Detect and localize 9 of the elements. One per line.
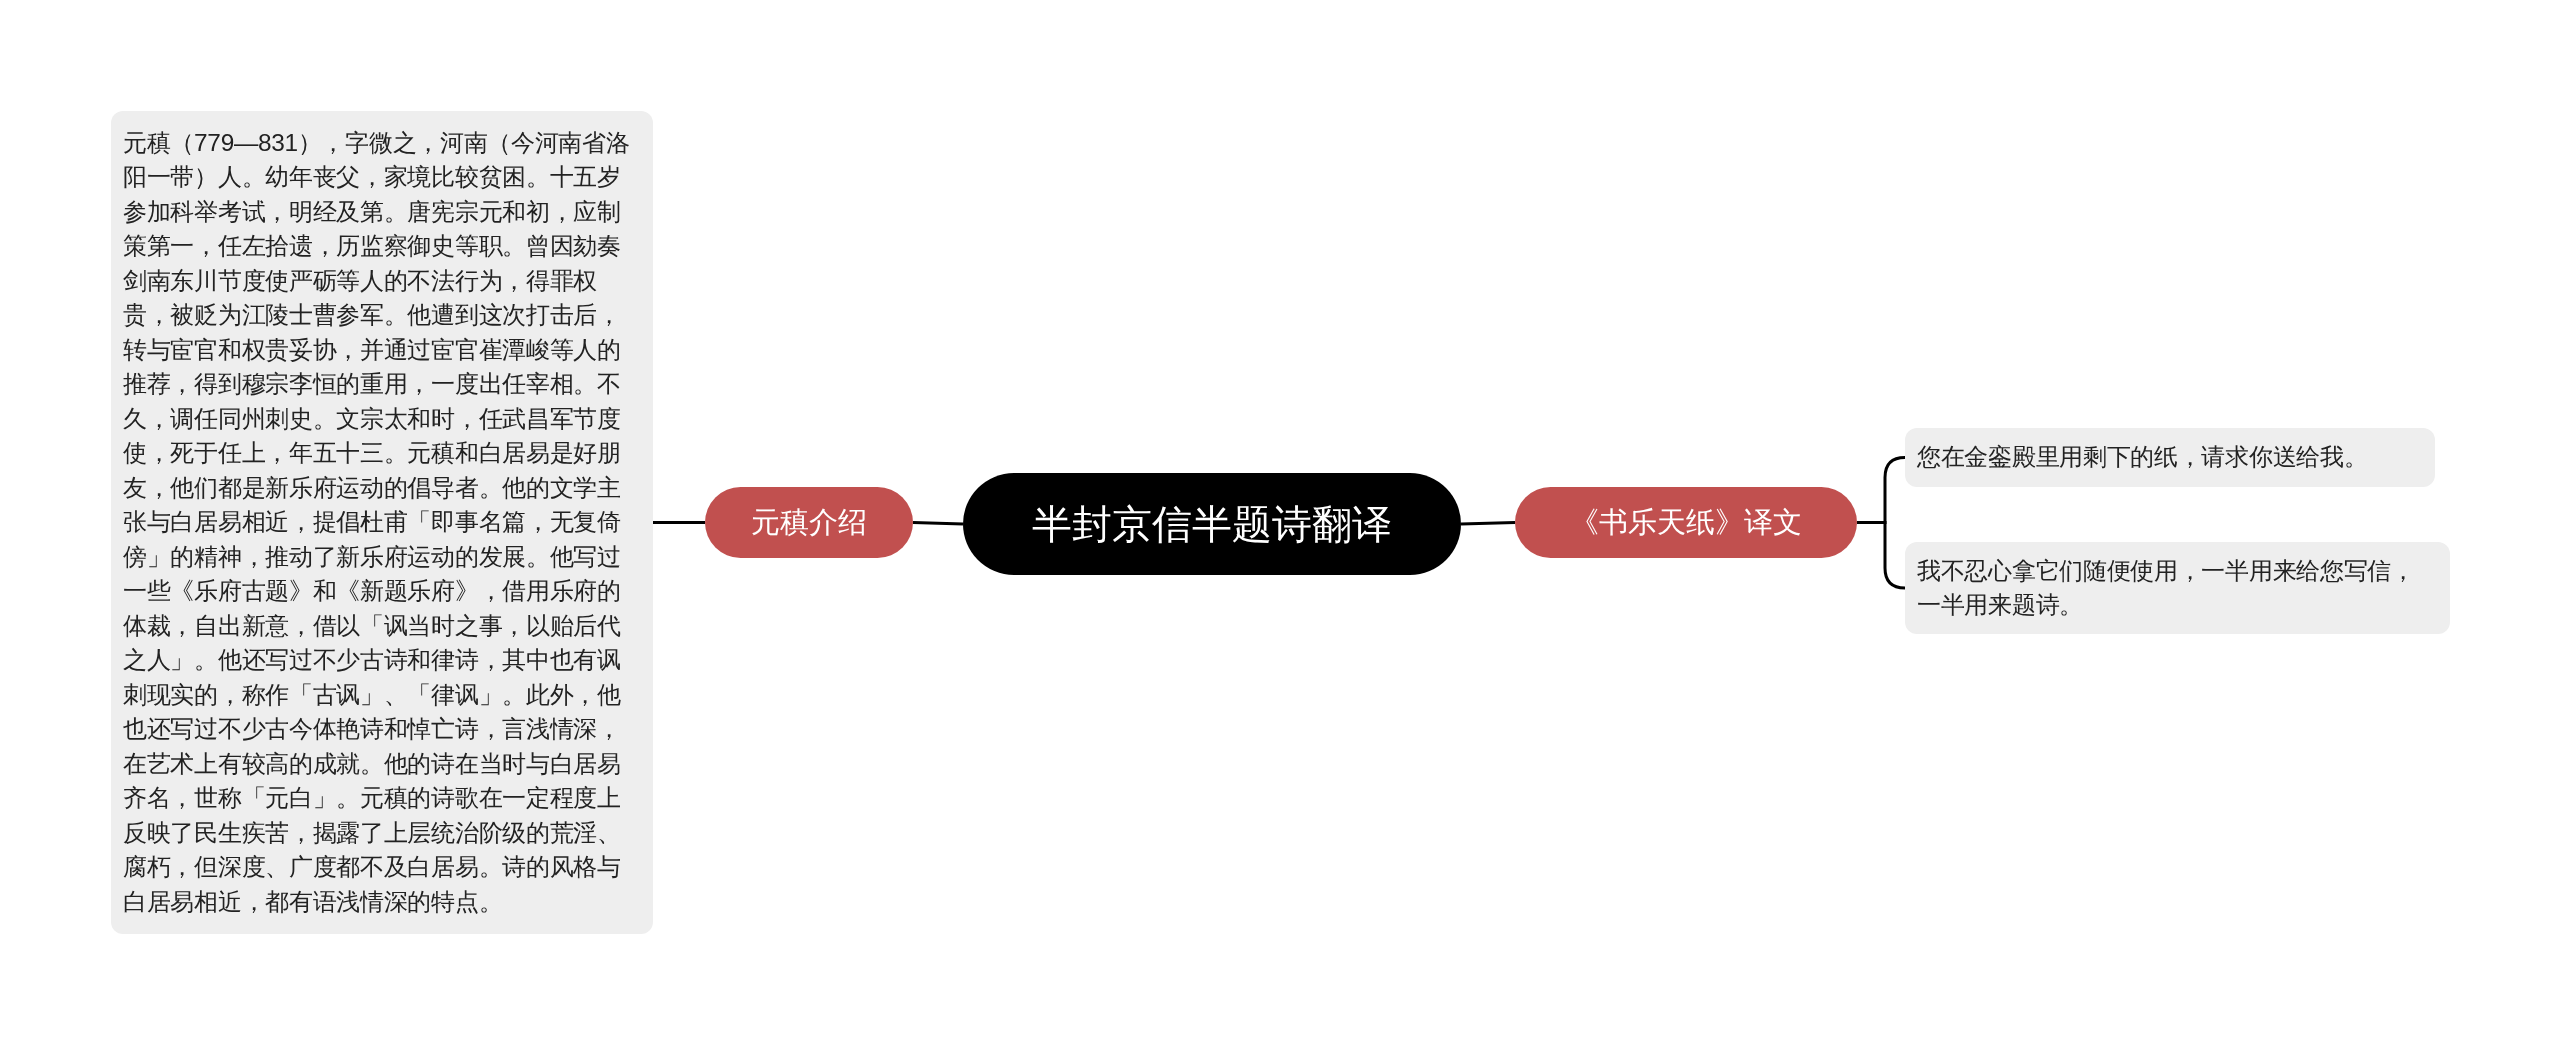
topic-box: 《书乐天纸》译文 <box>1515 487 1857 558</box>
topic-box: 元稹介绍 <box>705 487 913 558</box>
connector-line <box>653 521 705 524</box>
text-box: 元稹（779—831），字微之，河南（今河南省洛阳一带）人。幼年丧父，家境比较贫困。十五岁参加科举考试，明经及第。唐宪宗元和初，应制策第一，任左拾遗，历监察御史等职。曾因劾奏剑南东川节度使严砺等人的不法行为，得罪权贵，被贬为江陵士曹参军。他遭到这次打击后，转与宦官和权贵妥协，并通过宦官崔潭峻等人的推荐，得到穆宗李恒的重用，一度出任宰相。不久，调任同州刺史。文宗太和时，任武昌军节度使，死于任上，年五十三。元稹和白居易是好朋友，他们都是新乐府运动的倡导者。他的文学主张与白居易相近，提倡杜甫「即事名篇，无复倚傍」的精神，推动了新乐府运动的发展。他写过一些《乐府古题》和《新题乐府》，借用乐府的体裁，自出新意，借以「讽当时之事，以贻后代之人」。他还写过不少古诗和律诗，其中也有讽刺现实的，称作「古讽」、「律讽」。此外，他也还写过不少古今体艳诗和悼亡诗，言浅情深，在艺术上有较高的成就。他的诗在当时与白居易齐名，世称「元白」。元稹的诗歌在一定程度上反映了民生疾苦，揭露了上层统治阶级的荒淫、腐朽，但深度、广度都不及白居易。诗的风格与白居易相近，都有语浅情深的特点。 <box>111 111 653 934</box>
connector-line <box>1460 521 1516 526</box>
root-topic: 半封京信半题诗翻译 <box>963 473 1461 575</box>
connector-line <box>912 521 964 526</box>
text-box: 我不忍心拿它们随便使用，一半用来给您写信，一半用来题诗。 <box>1905 542 2450 634</box>
text-box: 您在金銮殿里用剩下的纸，请求你送给我。 <box>1905 428 2435 487</box>
